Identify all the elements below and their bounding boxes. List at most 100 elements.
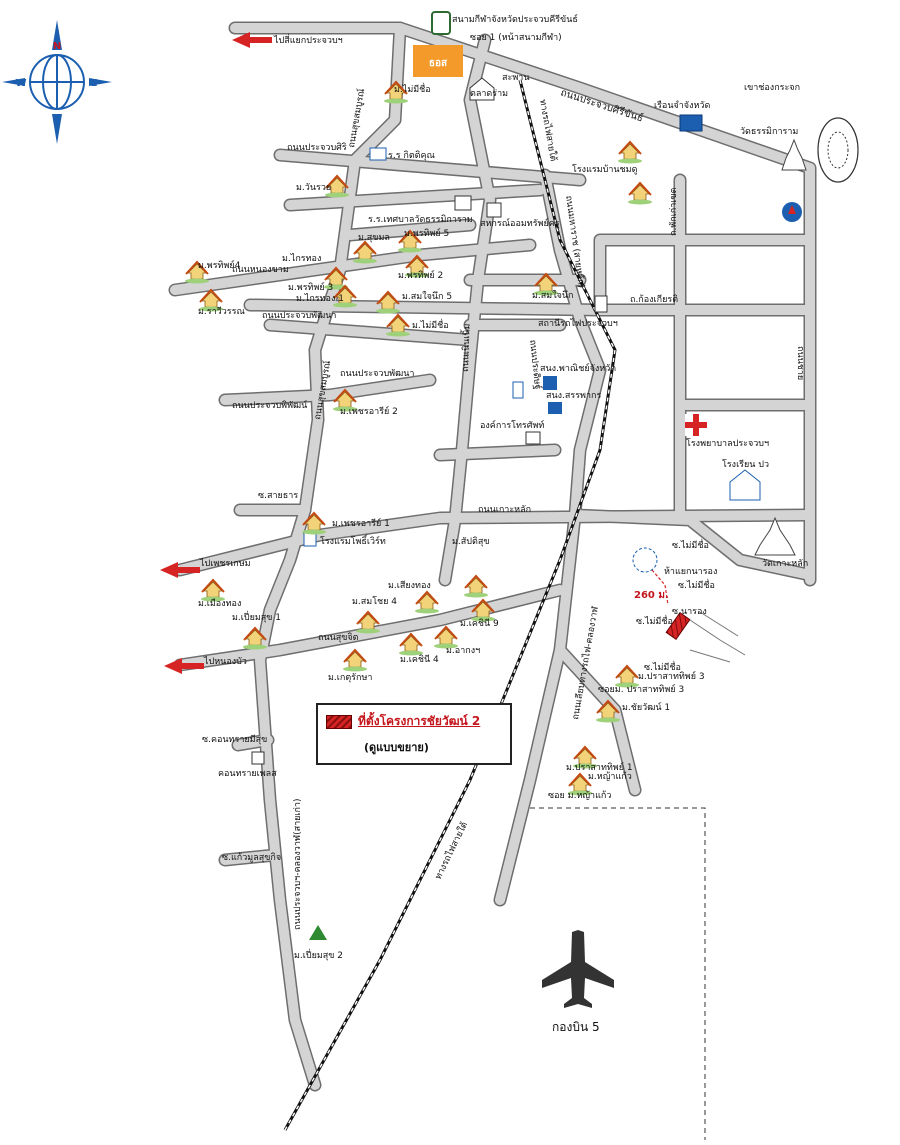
road-label-korkiat: ถ.ก้องเกียรติ xyxy=(630,294,678,305)
label-sapsuk: ม.สัปติสุข xyxy=(452,536,490,547)
road-label-suksomboon-top: ถนนสุขสมบูรณ์ xyxy=(345,88,367,149)
label-prasatthip1: ม.ปราสาททิพย์ 1 xyxy=(566,761,633,773)
landmark-icons: ธอส xyxy=(251,11,859,940)
side-streets xyxy=(689,611,746,663)
revenue-icon xyxy=(548,402,562,414)
market-icon xyxy=(469,77,495,101)
label-commerce: สนง.พาณิชย์จังหวัด xyxy=(540,362,616,374)
label-wat-thammikaram: วัดธรรมิการาม xyxy=(740,126,798,137)
label-junction: ห้าแยกนารอง xyxy=(664,566,717,577)
road-label-phattana-c: ถนนประจวบพัฒนา xyxy=(340,369,414,379)
compass-w: W xyxy=(15,78,26,89)
airbase-boundary xyxy=(530,807,706,1140)
label-mai-mee-chue-1: ม.ไม่มีชื่อ xyxy=(394,82,431,95)
label-distance: 260 ม. xyxy=(634,590,669,601)
school-icon xyxy=(729,469,761,501)
place-labels: สนามกีฬาจังหวัดประจวบคีรีขันธ์ ม.ไม่มีชื… xyxy=(198,13,808,961)
road-label-phattana-w: ถนนประจวบพัฒนา xyxy=(262,311,336,321)
label-khetini4: ม.เคชินี 4 xyxy=(400,654,439,665)
tree-icon xyxy=(309,925,327,940)
airplane-icon xyxy=(542,930,614,1008)
compass-e: E xyxy=(91,78,98,89)
road-label-phak: ถ.พักเก่าเขต xyxy=(669,188,679,236)
label-hotel: โรงแรมโพธิ์เวิร์ท xyxy=(320,534,386,547)
prison-icon xyxy=(679,114,703,132)
condo-icon xyxy=(251,751,265,765)
road-label-railway: ทางรถไฟสายใต้ xyxy=(433,820,470,881)
project-site-marker[interactable] xyxy=(632,547,691,640)
arrow-left-icon xyxy=(164,658,204,674)
label-kraithong1: ม.ไกรทอง 1 xyxy=(296,293,344,304)
label-to-phetkasem: ไปเพชรเกษม xyxy=(199,558,251,569)
label-kaetkunda: ม.เกตุรักษา xyxy=(328,673,372,683)
label-coop: สหกรณ์ออมทรัพย์ครู xyxy=(480,217,560,229)
label-mai-mee-chue-2: ม.ไม่มีชื่อ xyxy=(412,318,449,331)
tesaban-icon xyxy=(454,195,472,211)
label-soi-yanakaew: ซอย ม.หญ้าแก้ว xyxy=(548,790,611,801)
temple-kao-lak-icon xyxy=(754,516,796,556)
stadium-icon xyxy=(431,11,451,35)
road-label-right: ถนนชาย xyxy=(795,346,805,380)
compass-n: N xyxy=(53,41,61,52)
station-icon xyxy=(594,295,608,313)
label-pornthip3: ม.พรทิพย์ 3 xyxy=(288,281,333,293)
label-kraithong: ม.ไกรทอง xyxy=(282,253,321,264)
label-to-intersection: ไปสี่แยกประจวบฯ xyxy=(273,33,343,46)
label-sukmon: ม.สุขมล xyxy=(358,233,390,243)
road-label-central: ถนนเนินเนิ้ม xyxy=(458,323,473,372)
road-label-saithan: ซ.สายธาร xyxy=(258,491,298,501)
label-khao-chong: เขาช่องกระจก xyxy=(744,83,800,93)
label-phetcharee2: ม.เพชรอารีย์ 2 xyxy=(340,405,398,417)
label-prasatthip3: ม.ปราสาททิพย์ 3 xyxy=(638,670,705,682)
label-athang: ม.อากงฯ xyxy=(446,646,480,656)
label-siangthong: ม.เสียงทอง xyxy=(388,580,431,591)
label-pornthip5: ม.พรทิพย์ 5 xyxy=(404,227,449,239)
label-condo: คอนทรายเพลส xyxy=(218,769,277,779)
label-wanruai: ม.วันรวย xyxy=(296,183,331,193)
label-piamsuk2: ม.เปี่ยมสุข 2 xyxy=(294,948,343,961)
project-swatch-icon xyxy=(326,715,352,729)
road-labels: ถนนประจวบศิรีขันธ์ ถนนประจวบศิริ ถนนสุขส… xyxy=(232,32,805,930)
road-label-bridge: สะพาน xyxy=(502,73,529,83)
label-telecom: องค์การโทรศัพท์ xyxy=(480,419,544,431)
label-soi-6: ซ.ไม่มีชื่อ xyxy=(644,660,681,673)
compass-rose: N S E W xyxy=(2,20,112,144)
label-soi-kaeo: ซ.แก้วมูลสุขกิจ xyxy=(222,852,281,863)
label-soi-khonthrai: ซ.คอนทรายมีสุข xyxy=(202,734,267,745)
label-rawiwan: ม.ราวีวรรณ xyxy=(198,306,245,317)
label-soi-prasat: ซอยม. ปราสาททิพย์ 3 xyxy=(598,683,684,695)
road-label-sukhit: ถนนสุขจิต xyxy=(318,632,359,643)
label-soi-5: ซ.ไม่มีชื่อ xyxy=(636,614,673,627)
road-label-phiphat: ถนนประจวบพิพัฒน์ xyxy=(232,399,307,411)
label-somjaiuk: ม.สมใจนึก xyxy=(532,290,574,301)
label-chaiwan1: ม.ชัยวัฒน์ 1 xyxy=(622,701,670,713)
mountain-icon xyxy=(817,117,859,183)
label-tesaban: ร.ร.เทศบาลวัดธรรมิการาม xyxy=(368,214,473,225)
label-pornthip4: ม.พรทิพย์4 xyxy=(198,259,241,271)
road-network xyxy=(168,21,817,1092)
label-somchai4: ม.สมโชย 4 xyxy=(352,596,397,607)
label-soi-3: ซ.ไม่มีชื่อ xyxy=(672,538,709,551)
commerce-icon xyxy=(543,376,557,390)
airbase-label: กองบิน 5 xyxy=(552,1020,600,1034)
label-school-pvc: โรงเรียน ปว xyxy=(722,459,769,470)
toyota-logo-icon xyxy=(413,45,463,77)
hotel-ruean-icon xyxy=(512,381,524,399)
label-to-nongbua: ไปหนองบัว xyxy=(203,656,247,667)
temple-icon xyxy=(781,138,807,171)
arrow-left-icon xyxy=(160,562,200,578)
label-prison: เรือนจำจังหวัด xyxy=(654,100,710,111)
legend-title: ที่ตั้งโครงการชัยวัฒน์ 2 xyxy=(358,714,481,728)
road-label-railway-top: ทางรถไฟสายใต้ xyxy=(537,99,559,163)
label-wat-kaolak: วัดเกาะหลัก xyxy=(762,559,808,569)
legend-box: ที่ตั้งโครงการชัยวัฒน์ 2 (ดูแบบขยาย) xyxy=(316,703,512,765)
arrow-left-icon xyxy=(232,32,272,48)
kittikhun-icon xyxy=(369,147,387,161)
road-label-kaolak: ถนนเกาะหลัก xyxy=(478,505,531,515)
direction-arrows xyxy=(160,32,272,674)
road-label-nongkham: ถนนหนองขาม xyxy=(232,265,289,275)
label-khetini9: ม.เคชินี 9 xyxy=(460,618,499,629)
svg-text:ธอส: ธอส xyxy=(429,58,448,69)
